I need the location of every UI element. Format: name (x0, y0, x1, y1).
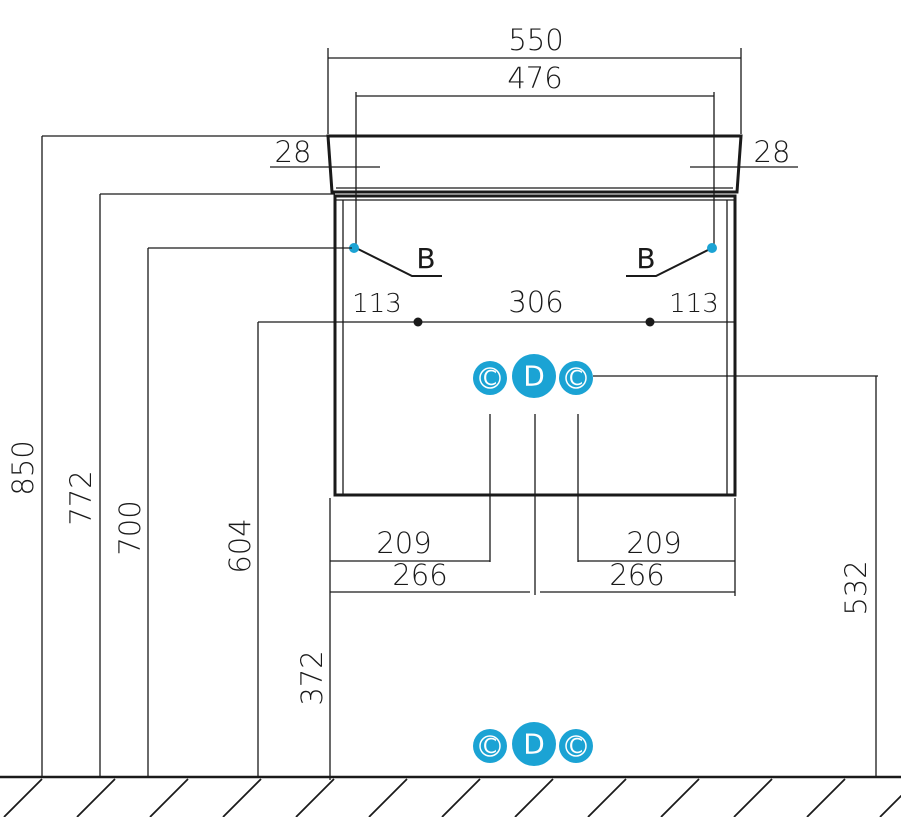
dim-label: 772 (64, 470, 98, 525)
dim-side-offset-left: 28 (270, 135, 380, 169)
dim-side-offset-right: 28 (690, 135, 798, 169)
dim-label: 700 (113, 500, 147, 555)
floor-hatch-line (3, 778, 43, 817)
floor-hatch-line (733, 778, 773, 817)
dim-inner-width: 476 (355, 61, 715, 246)
marker-label: B (636, 242, 655, 275)
floor-hatch-line (806, 778, 846, 817)
connection-group-lower: C D C (473, 722, 593, 766)
dim-label: 604 (223, 518, 257, 573)
marker-label: C (483, 734, 497, 758)
drain-connection-icon (512, 354, 556, 398)
supply-marker-left: B (349, 242, 442, 277)
dim-label: 28 (275, 135, 312, 169)
dim-label: 372 (295, 650, 329, 705)
floor-hatch-line (587, 778, 627, 817)
dim-height-bottom: 372 (295, 650, 329, 705)
supply-point-right (707, 243, 717, 253)
cold-connection-icon (473, 361, 507, 395)
floor-hatch-line (441, 778, 481, 817)
floor-hatch-line (222, 778, 262, 817)
marker-label: C (569, 734, 583, 758)
supply-marker-right: B (626, 242, 717, 277)
marker-label: D (523, 360, 545, 393)
connection-group-upper: C D C (473, 354, 878, 398)
supply-point-left (349, 243, 359, 253)
dim-label: 850 (6, 440, 40, 495)
dim-label: 306 (508, 285, 563, 319)
drain-connection-icon (512, 722, 556, 766)
basin-top (326, 134, 743, 194)
dim-inlet-spacing: 113 306 113 (258, 285, 735, 327)
cold-connection-icon (473, 729, 507, 763)
floor-hatch-line (76, 778, 116, 817)
dim-label: 532 (839, 560, 873, 615)
floor-hatch-line (295, 778, 335, 817)
marker-label: C (483, 366, 497, 390)
dim-pipe-right: 209 266 (540, 498, 736, 596)
marker-label: B (416, 242, 435, 275)
marker-label: C (569, 366, 583, 390)
floor (0, 775, 901, 817)
dim-height-total: 850 (6, 135, 328, 776)
floor-hatch-line (660, 778, 700, 817)
floor-hatch-line (514, 778, 554, 817)
floor-hatch-line (368, 778, 408, 817)
dim-label: 113 (669, 289, 719, 319)
dim-label: 476 (507, 61, 562, 95)
dim-label: 209 (626, 526, 681, 560)
dim-height-outlet: 532 (839, 376, 877, 776)
dim-height-inlet-line: 604 (223, 322, 259, 776)
hot-connection-icon (559, 729, 593, 763)
dim-height-water-inlet: 700 (113, 247, 352, 776)
hot-connection-icon (559, 361, 593, 395)
dim-total-width: 550 (327, 23, 742, 134)
dim-label: 266 (392, 558, 447, 592)
marker-label: D (523, 728, 545, 761)
dim-label: 266 (609, 558, 664, 592)
floor-hatch-line (149, 778, 189, 817)
dim-height-cabinet-top: 772 (64, 193, 335, 776)
dim-label: 113 (352, 289, 402, 319)
dim-label: 28 (754, 135, 791, 169)
floor-hatch-line (879, 794, 901, 817)
dim-label: 209 (376, 526, 431, 560)
dim-pipe-left: 209 266 (329, 498, 530, 780)
dim-label: 550 (508, 23, 563, 57)
